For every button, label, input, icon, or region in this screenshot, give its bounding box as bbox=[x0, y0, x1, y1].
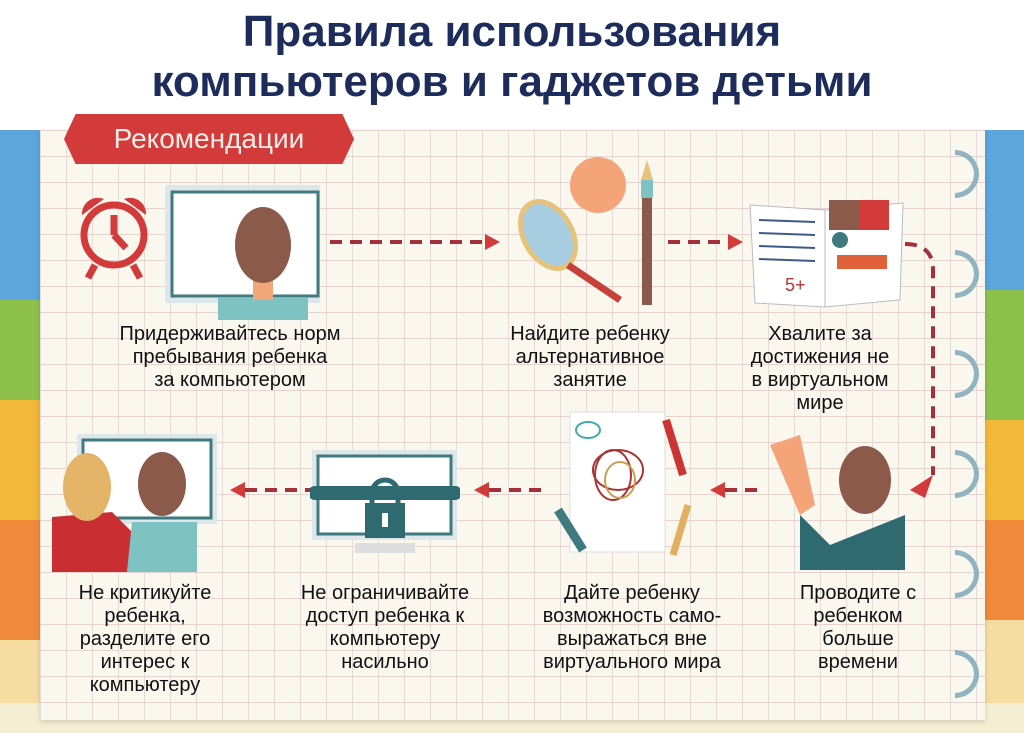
child-hand-icon bbox=[770, 435, 905, 570]
notebook-icon: 5+ bbox=[749, 200, 904, 308]
grade-label: 5+ bbox=[785, 275, 806, 295]
arrow-right-icon bbox=[330, 234, 500, 250]
parent-child-computer-icon bbox=[52, 434, 217, 572]
alarm-clock-computer-icon bbox=[80, 185, 320, 320]
racket-ball-brush-icon bbox=[518, 157, 653, 305]
locked-computer-icon bbox=[310, 450, 460, 553]
notebook-rings bbox=[955, 150, 985, 710]
arrow-left-icon bbox=[474, 482, 549, 498]
dashed-connector-down bbox=[905, 242, 935, 498]
arrow-right-icon bbox=[668, 234, 743, 250]
arrow-left-icon bbox=[710, 482, 760, 498]
page-title-line2: компьютеров и гаджетов детьми bbox=[151, 57, 873, 106]
drawing-icon bbox=[554, 411, 692, 557]
recommendations-banner: Рекомендации bbox=[64, 114, 354, 164]
page-title-line1: Правила использования bbox=[242, 7, 782, 56]
arrow-left-icon bbox=[230, 482, 310, 498]
